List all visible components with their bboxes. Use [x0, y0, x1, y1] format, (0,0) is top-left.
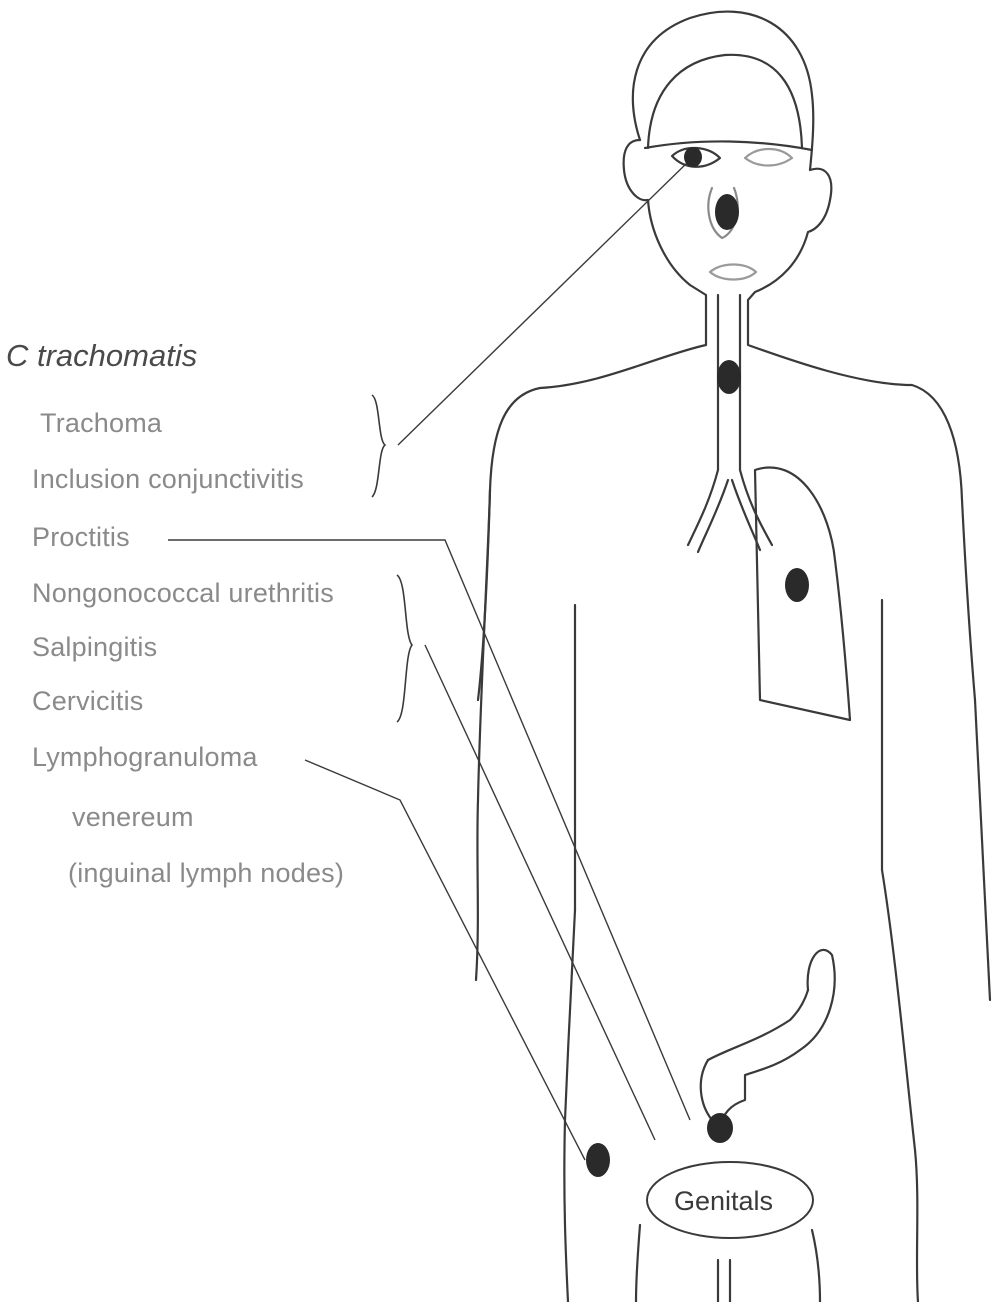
head-left-outline: [478, 140, 706, 700]
skull-line: [648, 55, 802, 148]
label-inguinal-lymph-nodes: (inguinal lymph nodes): [68, 860, 344, 887]
right-eye: [745, 149, 792, 166]
left-torso: [564, 910, 575, 1302]
diagram-title: C trachomatis: [6, 338, 197, 374]
spot-lymph-node: [586, 1143, 610, 1177]
spot-eye: [684, 147, 702, 167]
label-inclusion-conjunctivitis: Inclusion conjunctivitis: [32, 466, 304, 493]
label-trachoma: Trachoma: [40, 410, 162, 437]
mouth: [710, 265, 756, 280]
brow-band: [645, 141, 812, 150]
spot-rectum: [707, 1113, 733, 1143]
spot-nasopharynx: [715, 194, 739, 230]
label-venereum: venereum: [72, 804, 194, 831]
bracket-eye: [372, 395, 385, 497]
right-torso: [882, 870, 918, 1302]
leader-genital-group: [425, 645, 655, 1140]
label-salpingitis: Salpingitis: [32, 634, 157, 661]
right-arm-outer: [975, 700, 990, 1000]
label-genitals: Genitals: [674, 1186, 773, 1217]
leader-lgv: [305, 760, 585, 1160]
leader-eye: [398, 160, 690, 445]
leg-right: [812, 1230, 820, 1302]
colon: [722, 950, 835, 1125]
left-arm-outer: [476, 490, 490, 980]
leader-proctitis: [168, 540, 690, 1120]
label-lymphogranuloma: Lymphogranuloma: [32, 744, 258, 771]
label-proctitis: Proctitis: [32, 524, 130, 551]
bracket-genital: [397, 575, 412, 722]
spot-lung: [785, 568, 809, 602]
colon-inner: [708, 990, 808, 1060]
bronchus-left: [688, 470, 718, 545]
spot-trachea: [717, 360, 741, 394]
brackets: [372, 395, 412, 722]
label-cervicitis: Cervicitis: [32, 688, 144, 715]
rectum: [701, 1060, 712, 1120]
leader-lines: [168, 160, 690, 1160]
leg-left: [636, 1225, 640, 1302]
infection-spots: [586, 147, 809, 1177]
label-nongonococcal-urethritis: Nongonococcal urethritis: [32, 580, 334, 607]
